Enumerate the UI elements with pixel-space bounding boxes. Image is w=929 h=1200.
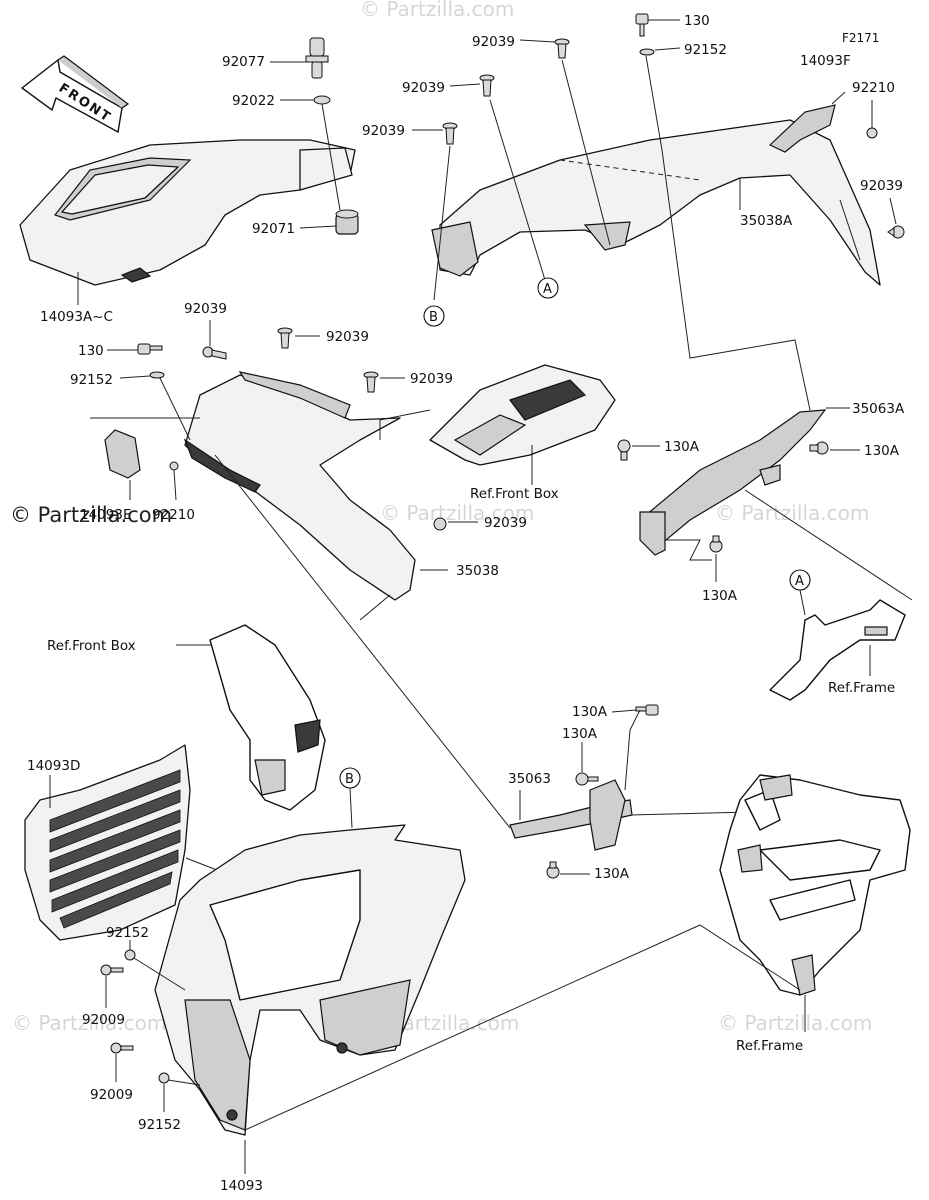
- label-ref-front-box-2: Ref.Front Box: [47, 638, 136, 654]
- rivet-92039-mid4: [433, 517, 447, 531]
- bolt-130A-3: [709, 535, 723, 553]
- label-92077: 92077: [222, 54, 265, 70]
- label-130A-3: 130A: [702, 588, 738, 604]
- label-14093F: 14093F: [800, 53, 851, 69]
- label-92152-top: 92152: [684, 42, 727, 58]
- label-92039-top1: 92039: [472, 34, 515, 50]
- frame-ref-b: [719, 774, 911, 996]
- rivet-92039-top2: [479, 74, 495, 97]
- frame-ref-a: [769, 599, 906, 701]
- bolt-130A-6: [546, 861, 560, 879]
- rivet-92039-mid3: [363, 371, 379, 393]
- front-box-ref-lower: [209, 624, 326, 811]
- callout-a-upper: A: [537, 277, 559, 299]
- diagram-code: F2171: [842, 31, 879, 45]
- bracket-14093E: [104, 429, 179, 479]
- front-arrow-icon: FRONT: [20, 55, 130, 134]
- fender-35038A: [431, 119, 881, 286]
- label-92210-left: 92210: [152, 507, 195, 523]
- nut-92152-low1: [124, 949, 136, 961]
- label-92071: 92071: [252, 221, 295, 237]
- label-35038A: 35038A: [740, 213, 793, 229]
- label-14093A-C: 14093A~C: [40, 309, 113, 325]
- label-92210-top: 92210: [852, 80, 895, 96]
- label-92022: 92022: [232, 93, 275, 109]
- callout-a-lower: A: [789, 569, 811, 591]
- watermark-faint-top: © Partzilla.com: [360, 0, 514, 21]
- label-130A-6: 130A: [594, 866, 630, 882]
- label-ref-frame-1: Ref.Frame: [828, 680, 895, 696]
- callout-b-upper: B: [423, 305, 445, 327]
- rivet-92039-top3: [442, 122, 458, 145]
- label-92009-2: 92009: [90, 1087, 133, 1103]
- label-35063: 35063: [508, 771, 551, 787]
- label-92152-left: 92152: [70, 372, 113, 388]
- label-ref-frame-2: Ref.Frame: [736, 1038, 803, 1054]
- fascia-14093: [154, 824, 466, 1136]
- nut-92152-low2: [158, 1072, 170, 1084]
- label-130A-2: 130A: [864, 443, 900, 459]
- bolt-130A-2: [809, 441, 829, 455]
- callout-a-lower-label: A: [795, 574, 804, 589]
- cover-14093A-C: [19, 139, 356, 286]
- grommet-92071: [335, 209, 359, 235]
- label-92039-right: 92039: [860, 178, 903, 194]
- screw-92009-2: [110, 1042, 134, 1054]
- bolt-130-left: [137, 343, 163, 355]
- label-ref-front-box-1: Ref.Front Box: [470, 486, 559, 502]
- label-130A-4: 130A: [572, 704, 608, 720]
- nut-92152-top: [639, 48, 655, 56]
- rivet-92039-mid2: [277, 327, 293, 349]
- label-35063A: 35063A: [852, 401, 905, 417]
- watermark-faint-bottom-right: © Partzilla.com: [718, 1011, 872, 1035]
- bolt-130A-5: [575, 772, 599, 786]
- nut-92152-left: [149, 371, 165, 379]
- watermark-main: © Partzilla.com: [10, 503, 172, 527]
- label-92152-low1: 92152: [106, 925, 149, 941]
- label-92039-top2: 92039: [402, 80, 445, 96]
- bracket-35063A: [639, 409, 827, 556]
- clip-92077: [305, 37, 329, 79]
- front-box-ref-upper: [429, 364, 616, 466]
- label-92152-low2: 92152: [138, 1117, 181, 1133]
- bolt-130A-4: [635, 704, 659, 716]
- label-92039-top3: 92039: [362, 123, 405, 139]
- screw-92009-1: [100, 964, 124, 976]
- label-92039-mid3: 92039: [410, 371, 453, 387]
- bolt-130-top: [635, 13, 649, 37]
- callout-b-lower-label: B: [345, 772, 354, 787]
- label-92009-1: 92009: [82, 1012, 125, 1028]
- watermark-faint-center: © Partzilla.com: [380, 501, 534, 525]
- side-cover-35038: [183, 371, 416, 601]
- rivet-92039-right: [887, 225, 905, 239]
- label-130A-1: 130A: [664, 439, 700, 455]
- label-92039-mid4: 92039: [484, 515, 527, 531]
- label-92039-mid1: 92039: [184, 301, 227, 317]
- washer-92022: [313, 95, 331, 105]
- label-130-top: 130: [684, 13, 710, 29]
- label-14093D: 14093D: [27, 758, 80, 774]
- callout-b-lower: B: [339, 767, 361, 789]
- label-130A-5: 130A: [562, 726, 598, 742]
- rivet-92039-mid1: [202, 346, 227, 360]
- rivet-92039-top1: [554, 38, 570, 59]
- mesh-14093D: [24, 744, 191, 941]
- label-35038: 35038: [456, 563, 499, 579]
- callout-a-upper-label: A: [543, 282, 552, 297]
- label-92039-mid2: 92039: [326, 329, 369, 345]
- watermark-faint-bottom-left: © Partzilla.com: [12, 1011, 166, 1035]
- label-130-left: 130: [78, 343, 104, 359]
- label-14093E: 14093E: [80, 507, 131, 523]
- bolt-130A-1: [617, 439, 631, 461]
- label-14093: 14093: [220, 1178, 263, 1194]
- callout-b-upper-label: B: [429, 310, 438, 325]
- bracket-35063: [509, 779, 633, 851]
